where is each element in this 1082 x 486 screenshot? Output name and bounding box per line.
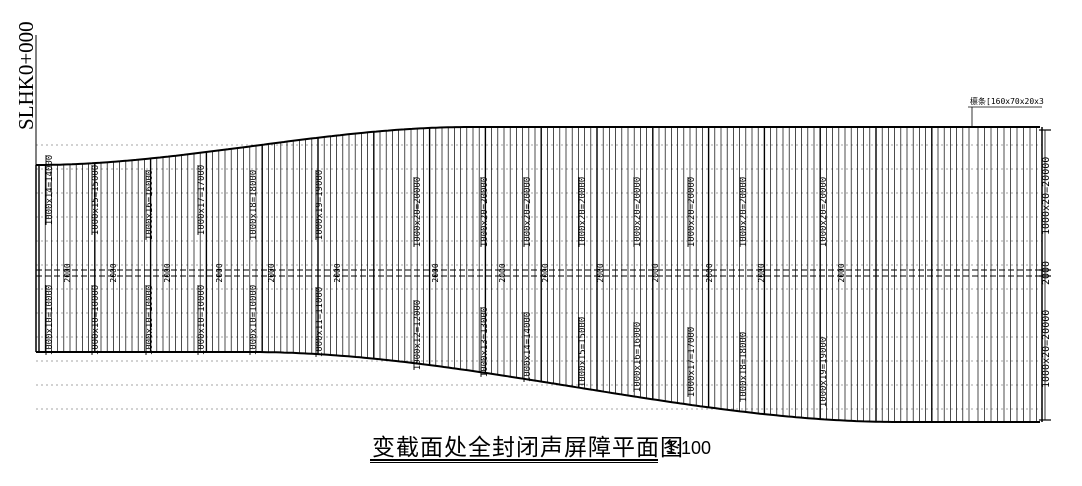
upper-segment-label: 1000x19=19000 xyxy=(315,170,325,240)
gap-label: 2000 xyxy=(541,263,550,282)
drawing-title: 变截面处全封闭声屏障平面图 xyxy=(372,435,684,461)
gap-label: 2000 xyxy=(705,263,714,282)
upper-segment-label: 1000x18=18000 xyxy=(249,170,259,240)
gap-label: 2000 xyxy=(651,263,660,282)
lower-segment-label: 1000x10=10000 xyxy=(91,285,101,355)
gap-label: 2000 xyxy=(757,263,766,282)
lower-segment-label: 1000x16=16000 xyxy=(633,322,643,392)
lower-segment-label: 1000x17=17000 xyxy=(687,327,697,397)
upper-segment-label: 1000x17=17000 xyxy=(197,165,207,235)
segment-labels: 1000x14=14000 1000x10=10000 2000 1000x15=15… xyxy=(45,155,846,407)
panel-grid xyxy=(36,127,1042,422)
gap-label: 2000 xyxy=(163,263,172,282)
lower-segment-label: 1000x10=10000 xyxy=(145,285,155,355)
station-label: SLHK0+000 xyxy=(14,21,38,130)
gap-label: 2000 xyxy=(267,263,276,282)
scale-label: 1:100 xyxy=(666,438,712,458)
gap-label: 2000 xyxy=(109,263,118,282)
dim-upper-label: 1000x20=20000 xyxy=(1041,157,1052,235)
upper-segment-label: 1000x20=20000 xyxy=(739,177,749,247)
dim-lower-label: 1000x20=20000 xyxy=(1041,310,1052,388)
gap-label: 2000 xyxy=(431,263,440,282)
dimension-lines xyxy=(1039,129,1051,421)
upper-segment-label: 1000x20=20000 xyxy=(523,177,533,247)
lower-segment-label: 1000x12=12000 xyxy=(413,300,423,370)
gap-label: 2000 xyxy=(596,263,605,282)
barrier-outline xyxy=(35,35,1043,423)
lower-segment-label: 1000x11=11000 xyxy=(315,287,325,357)
upper-segment-label: 1000x20=20000 xyxy=(819,177,829,247)
lower-segment-label: 1000x10=10000 xyxy=(197,285,207,355)
upper-segment-label: 1000x16=16000 xyxy=(145,170,155,240)
lower-segment-label: 1000x15=15000 xyxy=(578,317,588,387)
upper-segment-label: 1000x20=20000 xyxy=(578,177,588,247)
lower-segment-label: 1000x10=10000 xyxy=(249,285,259,355)
upper-segment-label: 1000x20=20000 xyxy=(633,177,643,247)
gap-label: 2000 xyxy=(215,263,224,282)
upper-segment-label: 1000x20=20000 xyxy=(413,177,423,247)
lower-segment-label: 1000x18=18000 xyxy=(739,332,749,402)
title-underline xyxy=(370,459,658,463)
upper-segment-label: 1000x14=14000 xyxy=(45,155,55,225)
gap-label: 2000 xyxy=(333,263,342,282)
material-note: 檩条[160x70x20x3 xyxy=(970,96,1044,106)
bottom-edge xyxy=(36,351,1040,423)
upper-segment-label: 1000x20=20000 xyxy=(687,177,697,247)
lower-segment-label: 1000x13=13000 xyxy=(480,307,490,377)
lower-segment-label: 1000x10=10000 xyxy=(45,285,55,355)
top-edge xyxy=(36,126,1040,166)
upper-segment-label: 1000x15=15000 xyxy=(91,165,101,235)
upper-segment-label: 1000x20=20000 xyxy=(480,177,490,247)
dim-middle-label: 2000 xyxy=(1041,261,1052,285)
lower-segment-label: 1000x14=14000 xyxy=(523,312,533,382)
gap-label: 2000 xyxy=(837,263,846,282)
lower-segment-label: 1000x19=19000 xyxy=(819,337,829,407)
gap-label: 2000 xyxy=(498,263,507,282)
gap-label: 2000 xyxy=(63,263,72,282)
